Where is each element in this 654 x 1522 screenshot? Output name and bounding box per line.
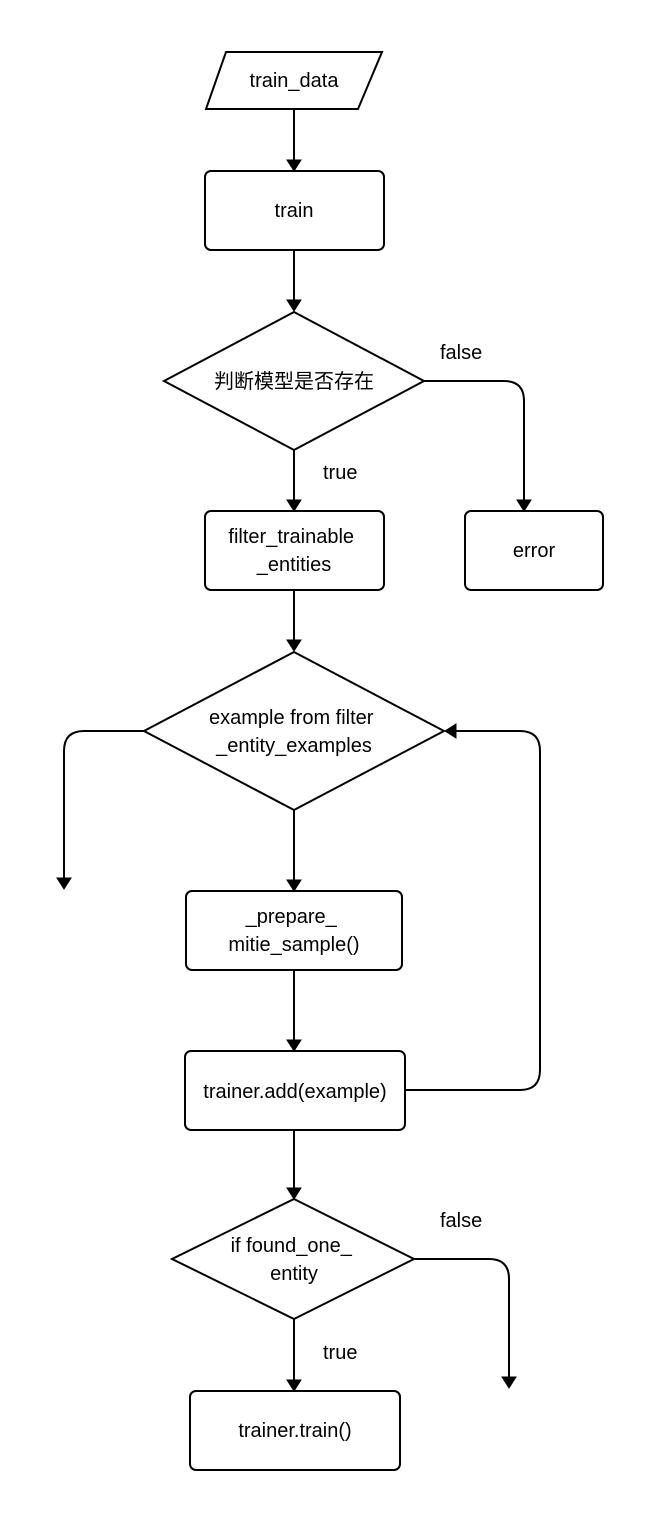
train-to-model-check-arrowhead [286, 299, 302, 312]
model-check-false-arrowhead [516, 499, 532, 512]
edge-found-check-false-exit [414, 1258, 517, 1389]
filter-trainable-entities-label-line-2: _entities [256, 554, 332, 576]
found-check-false-label: false [440, 1210, 482, 1232]
example-loop-label: example from filter _entity_examples [209, 707, 379, 757]
prepare-sample-label: _prepare_ mitie_sample() [228, 906, 359, 956]
prepare-sample-label-line-2: mitie_sample() [228, 934, 359, 956]
train-data-to-train-arrowhead [286, 159, 302, 172]
node-trainer-add: trainer.add(example) [184, 1050, 406, 1131]
model-check-false-label: false [440, 342, 482, 364]
filter-to-example-loop-arrowhead [286, 639, 302, 652]
model-check-true-arrowhead [286, 499, 302, 512]
edge-trainer-add-to-found-check [286, 1130, 302, 1200]
trainer-add-label-line-1: trainer.add(example) [203, 1081, 386, 1103]
train-data-parallelogram [204, 51, 384, 110]
trainer-add-label: trainer.add(example) [203, 1081, 386, 1103]
edge-found-check-true-to-trainer-train [286, 1319, 302, 1392]
node-prepare-sample: _prepare_ mitie_sample() [185, 890, 403, 971]
edge-example-loop-exit [56, 730, 144, 890]
node-model-check: 判断模型是否存在 [161, 310, 427, 452]
edge-train-data-to-train [286, 110, 302, 172]
model-check-false-line [424, 380, 525, 500]
edge-example-loop-to-prepare [286, 810, 302, 892]
model-check-label: 判断模型是否存在 [214, 370, 374, 393]
found-check-false-line [414, 1258, 510, 1377]
node-trainer-train: trainer.train() [189, 1390, 401, 1471]
node-example-loop: example from filter _entity_examples [141, 650, 447, 812]
edge-prepare-to-trainer-add [286, 970, 302, 1052]
train-data-label-line-1: train_data [250, 70, 340, 92]
filter-trainable-entities-label: filter_trainable _entities [228, 526, 359, 576]
edge-trainer-add-loop-back [405, 723, 541, 1091]
found-entity-check-label-line-2: entity [270, 1263, 318, 1285]
found-entity-check-diamond [169, 1197, 417, 1321]
node-found-entity-check: if found_one_ entity [169, 1197, 417, 1321]
example-loop-exit-arrowhead [56, 877, 72, 890]
train-label: train [275, 200, 314, 222]
model-check-label-line-1: 判断模型是否存在 [214, 370, 374, 393]
prepare-sample-box [185, 890, 403, 971]
node-error: error [464, 510, 604, 591]
edge-model-check-false-to-error [424, 380, 532, 512]
found-check-true-label: true [323, 1342, 357, 1364]
node-train: train [204, 170, 385, 251]
edge-train-to-model-check [286, 250, 302, 312]
trainer-train-label-line-1: trainer.train() [238, 1420, 351, 1442]
error-label: error [513, 540, 556, 562]
found-entity-check-label: if found_one_ entity [231, 1235, 358, 1285]
example-loop-exit-line [63, 730, 144, 878]
train-data-label: train_data [250, 70, 340, 92]
model-check-true-label: true [323, 462, 357, 484]
trainer-train-box [189, 1390, 401, 1471]
example-loop-label-line-1: example from filter [209, 707, 374, 729]
edge-model-check-true-to-filter [286, 450, 302, 512]
example-loop-to-prepare-arrowhead [286, 879, 302, 892]
found-entity-check-label-line-1: if found_one_ [231, 1235, 353, 1257]
node-train-data: train_data [204, 51, 384, 110]
trainer-add-loop-back-arrowhead [444, 723, 457, 739]
example-loop-label-line-2: _entity_examples [215, 735, 372, 757]
filter-trainable-entities-box [204, 510, 385, 591]
trainer-add-to-found-check-arrowhead [286, 1187, 302, 1200]
filter-trainable-entities-label-line-1: filter_trainable [228, 526, 354, 548]
prepare-sample-label-line-1: _prepare_ [245, 906, 338, 928]
train-label-line-1: train [275, 200, 314, 222]
trainer-add-loop-back-line [405, 730, 541, 1091]
found-check-true-arrowhead [286, 1379, 302, 1392]
error-box [464, 510, 604, 591]
edge-filter-to-example-loop [286, 590, 302, 652]
trainer-train-label: trainer.train() [238, 1420, 351, 1442]
error-label-line-1: error [513, 540, 556, 562]
found-check-false-arrowhead [501, 1376, 517, 1389]
node-filter-trainable-entities: filter_trainable _entities [204, 510, 385, 591]
example-loop-diamond [141, 650, 447, 812]
prepare-to-trainer-add-arrowhead [286, 1039, 302, 1052]
